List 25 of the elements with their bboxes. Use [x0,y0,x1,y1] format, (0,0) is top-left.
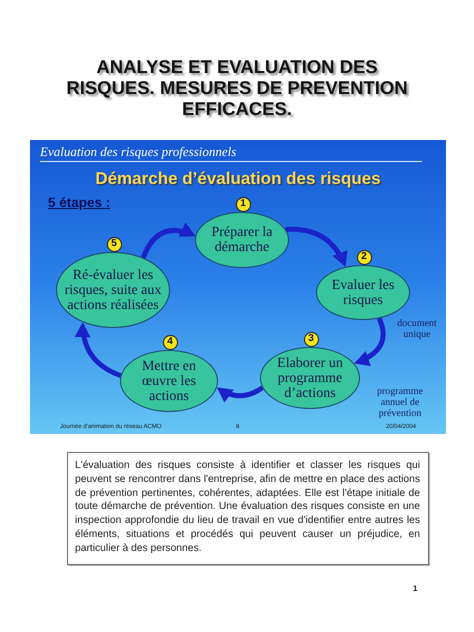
section-header: Evaluation des risques professionnels [40,144,236,159]
page-number: 1 [413,584,418,594]
curved-arrow [75,322,122,378]
slide-title: Démarche d’évaluation des risques [94,169,382,189]
step-number: 1 [236,197,250,212]
paragraph: L'évaluation des risques consiste à identifier et classer les risques qui peuvent se rencontrer dans l'entreprise, afin de mettre en place des actions de prévention pertinentes, cohérentes, adaptées. Elle est l'étape initiale de toute démarche de prévention. Une évaluation des risques consiste en une inspection approfondie du lieu de travail en vue d'identifier entre autres les éléments, situations et procédés qui peuvent causer un préjudice, en particulier à des personnes. [75,459,420,556]
steps-heading: 5 étapes : [48,195,110,211]
step-number: 2 [356,250,372,265]
text-box [67,452,429,565]
curved-arrow [286,226,348,268]
step-number: 3 [304,332,318,347]
step-number: 5 [106,237,122,252]
slide-panel [30,140,446,434]
curved-arrow [216,385,264,402]
step-label: Evaluer les risques [330,278,396,308]
edge-label: document unique [396,318,438,340]
curved-arrow [140,222,196,259]
curved-arrow [353,317,386,366]
step-label: Ré-évaluer les risques, suite aux actions réalisées [64,268,162,312]
step-label: Mettre en œuvre les actions [140,358,198,404]
step-number: 4 [162,335,178,350]
side-note: programme annuel de prévention [376,386,424,419]
step-label: Elaborer un programme d’actions [276,356,344,400]
page-title: ANALYSE ET EVALUATION DES RISQUES. MESURES DE PREVENTION EFFICACES. [65,56,409,119]
step-label: Préparer la démarche [210,225,274,255]
